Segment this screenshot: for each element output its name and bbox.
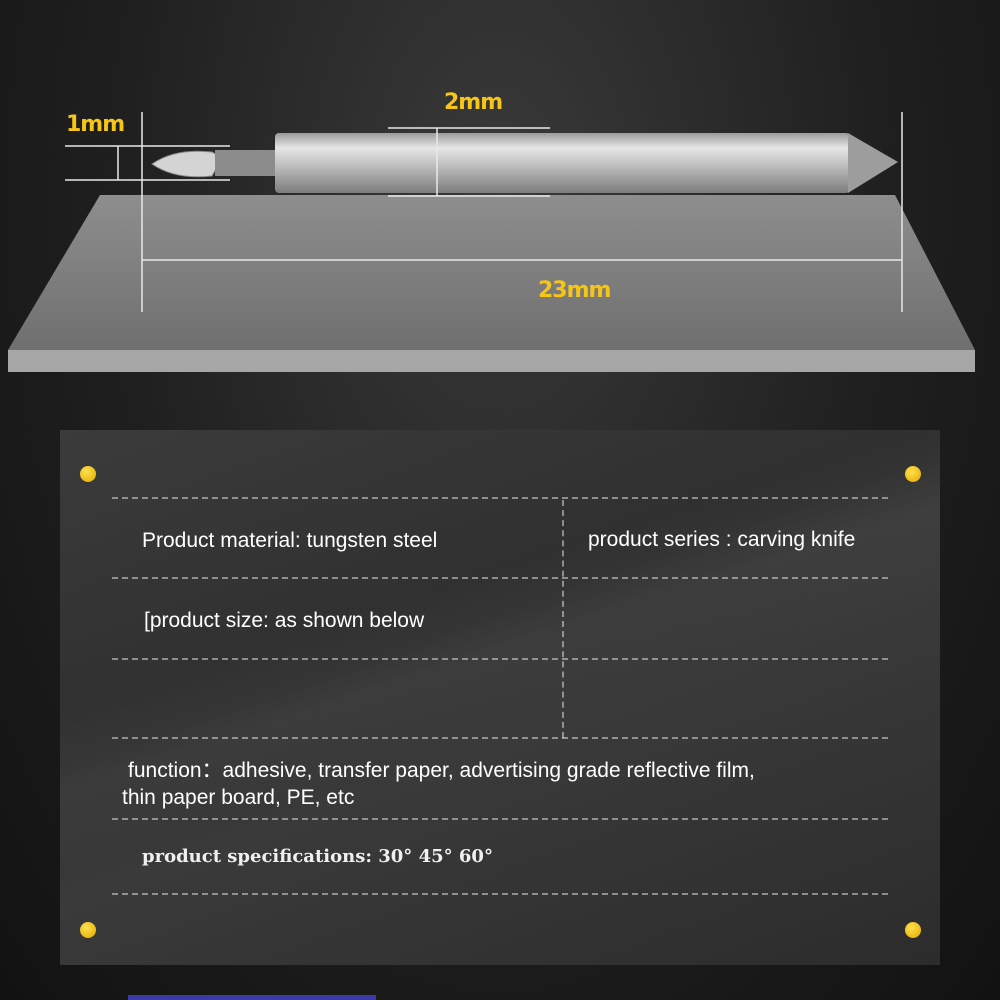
divider <box>112 577 888 579</box>
pin-bottom-left <box>80 922 96 938</box>
shank-diameter-label: 2mm <box>444 90 503 115</box>
blade-shank <box>275 133 850 193</box>
series-text: product series : carving knife <box>588 528 856 551</box>
pin-bottom-right <box>905 922 921 938</box>
blade-cone-end <box>848 133 898 193</box>
panel-sheen <box>60 430 940 892</box>
spec-panel: Product material: tungsten steel product… <box>60 430 940 965</box>
bottom-accent-strip <box>128 995 376 1000</box>
blade-illustration <box>8 112 975 372</box>
function-text-line2: thin paper board, PE, etc <box>122 786 355 809</box>
blade-tip <box>151 150 223 178</box>
divider <box>112 737 888 739</box>
function-text-line1: function：adhesive, transfer paper, adver… <box>128 759 755 782</box>
product-photo: 1mm 2mm 23mm <box>0 0 1000 400</box>
material-text: Product material: tungsten steel <box>142 529 438 552</box>
divider <box>112 658 888 660</box>
plate-edge <box>8 350 975 372</box>
tip-width-label: 1mm <box>66 112 125 137</box>
dimension-lines <box>65 112 903 312</box>
divider <box>112 497 888 499</box>
blade-neck <box>215 150 277 176</box>
overall-length-label: 23mm <box>538 278 611 303</box>
size-text: [product size: as shown below <box>144 609 425 632</box>
divider <box>112 893 888 895</box>
pin-top-right <box>905 466 921 482</box>
pin-top-left <box>80 466 96 482</box>
specifications-text: product specifications: 30° 45° 60° <box>142 846 493 867</box>
column-divider <box>562 500 564 738</box>
divider <box>112 818 888 820</box>
display-plate <box>8 195 975 350</box>
